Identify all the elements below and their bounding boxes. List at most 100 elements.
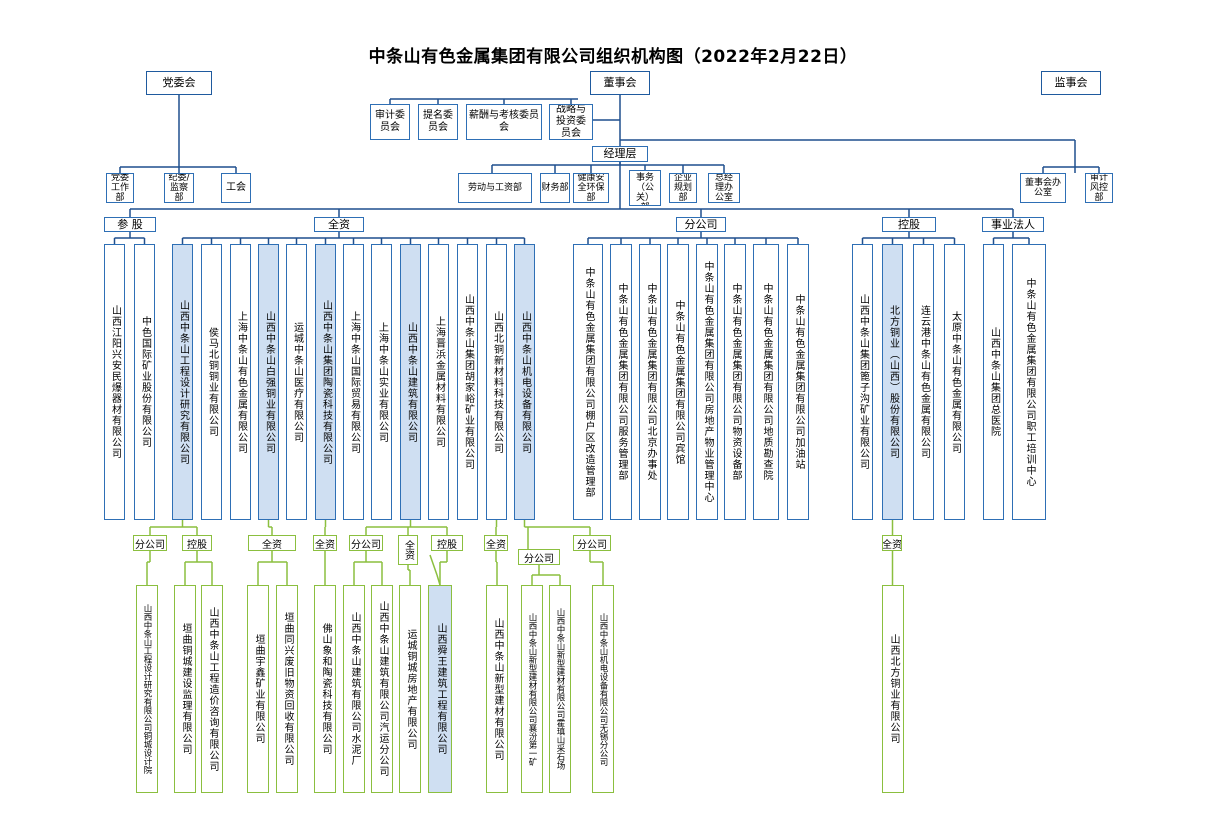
participate-company[interactable]: 山西江阳兴安民爆器材有限公司 [104,244,125,520]
category-label: 控股 [898,217,920,231]
branch-company[interactable]: 中条山有色金属集团有限公司宾馆 [667,244,689,520]
holding-company[interactable]: 连云港中条山有色金属有限公司 [913,244,934,520]
committee-nomination[interactable]: 提名委员会 [418,104,458,140]
committee-compensation[interactable]: 薪酬与考核委员会 [466,104,542,140]
party-dept-discipline[interactable]: 纪委/监察部 [164,173,194,203]
wholly-company[interactable]: 山西北铜新材料科技有限公司 [486,244,507,520]
participate-company[interactable]: 中色国际矿业股份有限公司 [134,244,155,520]
committee-strategy[interactable]: 战略与投资委员会 [549,104,593,140]
company-name: 运城中条山医疗有限公司 [291,321,303,443]
management-box[interactable]: 经理层 [592,146,648,162]
second-tier-company[interactable]: 山西中条山建筑有限公司水泥厂 [343,585,365,793]
second-tier-company[interactable]: 山西中条山新型建材有限公司 [486,585,508,793]
branch-company[interactable]: 中条山有色金属集团有限公司服务管理部 [610,244,632,520]
board-box[interactable]: 董事会 [590,71,650,95]
relation-label: 全资 [313,535,337,551]
branch-company[interactable]: 中条山有色金属集团有限公司棚户区改造管理部 [573,244,603,520]
dept-label: 健康安全环保部 [577,173,605,203]
dept-label: 财务部 [541,183,569,193]
second-tier-company[interactable]: 佛山象和陶瓷科技有限公司 [314,585,336,793]
company-name: 中条山有色金属集团有限公司宾馆 [673,299,684,465]
branch-company[interactable]: 中条山有色金属集团有限公司北京办事处 [639,244,661,520]
category-label: 事业法人 [991,217,1035,231]
company-name: 上海晋浜金属材料有限公司 [433,316,445,448]
company-name: 运城铜城房地产有限公司 [405,628,416,750]
company-name: 山西中条山工程设计研究有限公司铜城设计院 [142,604,152,774]
wholly-company[interactable]: 山西中条山建筑有限公司 [400,244,421,520]
second-tier-company[interactable]: 山西中条山工程造价咨询有限公司 [201,585,223,793]
wholly-company[interactable]: 山西中条山工程设计研究有限公司 [172,244,193,520]
company-name: 垣曲同兴废旧物资回收有限公司 [282,612,293,766]
company-name: 山西中条山白强铜业有限公司 [263,310,275,454]
category-public[interactable]: 事业法人 [982,217,1044,232]
party-dept-work[interactable]: 党委工作部 [106,173,134,203]
second-tier-company[interactable]: 山西中条山新型建材有限公司霍瑱山采石场 [549,585,571,793]
party-dept-union[interactable]: 工会 [221,173,251,203]
category-label: 全资 [328,217,350,231]
dept-label: 总经理办公室 [714,173,733,203]
company-name: 中条山有色金属集团有限公司服务管理部 [616,283,627,481]
second-tier-company[interactable]: 垣曲铜城建设监理有限公司 [174,585,196,793]
mgmt-dept-finance[interactable]: 财务部 [540,173,570,203]
wholly-company[interactable]: 运城中条山医疗有限公司 [286,244,307,520]
committee-audit[interactable]: 审计委员会 [370,104,410,140]
wholly-company[interactable]: 山西中条山集团陶瓷科技有限公司 [315,244,336,520]
party-committee-box[interactable]: 党委会 [146,71,212,95]
public-company[interactable]: 中条山有色金属集团有限公司职工培训中心 [1012,244,1046,520]
second-tier-company[interactable]: 垣曲同兴废旧物资回收有限公司 [276,585,298,793]
mgmt-dept-labor[interactable]: 劳动与工资部 [458,173,532,203]
company-name: 中条山有色金属集团有限公司房地产物业管理中心 [702,261,713,503]
wholly-company[interactable]: 上海中条山国际贸易有限公司 [343,244,364,520]
relation-label: 全资 [248,535,296,551]
company-name: 中条山有色金属集团有限公司地质勘查院 [761,283,772,481]
committee-label: 提名委员会 [423,110,453,133]
wholly-company[interactable]: 山西中条山机电设备有限公司 [514,244,535,520]
wholly-company[interactable]: 侯马北铜铜业有限公司 [201,244,222,520]
category-participate[interactable]: 参 股 [104,217,156,232]
company-name: 山西中条山集团陶瓷科技有限公司 [320,299,332,465]
public-company[interactable]: 山西中条山集团总医院 [983,244,1004,520]
relation-label: 分公司 [573,535,611,551]
branch-company[interactable]: 中条山有色金属集团有限公司房地产物业管理中心 [696,244,718,520]
wholly-company[interactable]: 上海中条山实业有限公司 [371,244,392,520]
mgmt-dept-hse[interactable]: 健康安全环保部 [573,173,609,203]
category-holding[interactable]: 控股 [882,217,936,232]
holding-company[interactable]: 山西中条山集团篦子沟矿业有限公司 [852,244,873,520]
second-tier-company[interactable]: 运城铜城房地产有限公司 [399,585,421,793]
company-name: 山西中条山集团胡家峪矿业有限公司 [462,294,474,470]
management-label: 经理层 [603,147,637,160]
board-dept-office[interactable]: 董事会办公室 [1020,173,1066,203]
category-branch[interactable]: 分公司 [676,217,726,232]
second-tier-company[interactable]: 山西中条山新型建材有限公司襄汾第一矿 [521,585,543,793]
relation-label: 控股 [182,535,212,551]
wholly-company[interactable]: 上海中条山有色金属有限公司 [230,244,251,520]
wholly-company[interactable]: 上海晋浜金属材料有限公司 [428,244,449,520]
branch-company[interactable]: 中条山有色金属集团有限公司地质勘查院 [753,244,779,520]
branch-company[interactable]: 中条山有色金属集团有限公司加油站 [787,244,809,520]
holding-company[interactable]: 太原中条山有色金属有限公司 [944,244,965,520]
company-name: 山西中条山工程造价咨询有限公司 [207,606,218,772]
company-name: 中条山有色金属集团有限公司加油站 [793,294,804,470]
relation-label: 分公司 [349,535,383,551]
mgmt-dept-planning[interactable]: 企业规划部 [669,173,697,203]
wholly-company[interactable]: 山西中条山集团胡家峪矿业有限公司 [457,244,478,520]
second-tier-company[interactable]: 垣曲宇鑫矿业有限公司 [247,585,269,793]
category-label: 分公司 [684,217,718,231]
second-tier-company[interactable]: 山西舜王建筑工程有限公司 [428,585,452,793]
board-dept-audit-risk[interactable]: 审计风控部 [1085,173,1113,203]
second-tier-company[interactable]: 山西中条山建筑有限公司汽运分公司 [371,585,393,793]
mgmt-dept-office[interactable]: 总经理办公室 [708,173,740,203]
branch-company[interactable]: 中条山有色金属集团有限公司物资设备部 [724,244,746,520]
company-name: 垣曲宇鑫矿业有限公司 [253,634,264,744]
holding-company[interactable]: 北方铜业（山西）股份有限公司 [882,244,903,520]
company-name: 中条山有色金属集团有限公司北京办事处 [645,283,656,481]
mgmt-dept-legal[interactable]: 法律事务（公关）部 [629,170,661,206]
second-tier-company[interactable]: 山西北方铜业有限公司 [882,585,904,793]
second-tier-company[interactable]: 山西中条山机电设备有限公司无锡分公司 [592,585,614,793]
second-tier-company[interactable]: 山西中条山工程设计研究有限公司铜城设计院 [136,585,158,793]
wholly-company[interactable]: 山西中条山白强铜业有限公司 [258,244,279,520]
company-name: 垣曲铜城建设监理有限公司 [180,623,191,755]
category-wholly[interactable]: 全资 [314,217,364,232]
supervisory-box[interactable]: 监事会 [1041,71,1101,95]
